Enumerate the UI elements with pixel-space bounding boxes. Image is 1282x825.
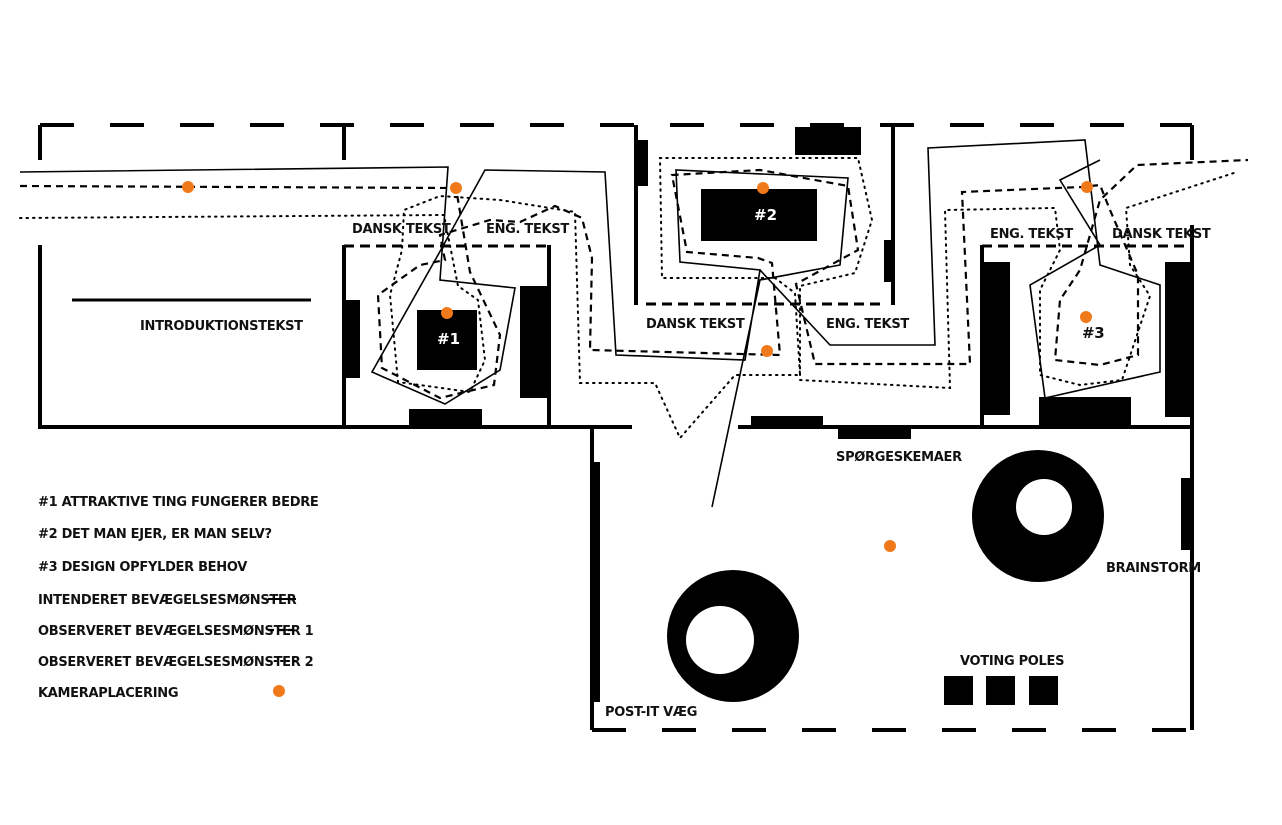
brainstorm-label: BRAINSTORM <box>1106 561 1201 576</box>
camera-marker <box>761 345 773 357</box>
legend-camera: KAMERAPLACERING <box>38 686 178 701</box>
voting-pole <box>986 676 1015 705</box>
legend-camera-icon <box>273 685 285 697</box>
camera-marker <box>450 182 462 194</box>
legend-theme-1: #1 ATTRAKTIVE TING FUNGERER BEDRE <box>38 495 319 510</box>
legend-theme-3: #3 DESIGN OPFYLDER BEHOV <box>38 560 247 575</box>
walls <box>38 125 1194 732</box>
cameras <box>182 181 1093 552</box>
eng-tekst-label: ENG. TEKST <box>990 227 1073 242</box>
intended-path-2 <box>759 139 1161 399</box>
camera-marker <box>441 307 453 319</box>
exhibit-1-label: #1 <box>437 330 460 348</box>
observed-path-1 <box>19 158 1249 400</box>
eng-tekst-label: ENG. TEKST <box>826 317 909 332</box>
legend-theme-2: #2 DET MAN EJER, ER MAN SELV? <box>38 527 272 542</box>
eng-tekst-label: ENG. TEKST <box>486 222 569 237</box>
text-dividers <box>344 244 1190 306</box>
legend-observed-1: OBSERVERET BEVÆGELSESMØNSTER 1 <box>38 624 314 639</box>
plan-labels: INTRODUKTIONSTEKST DANSK TEKST ENG. TEKS… <box>140 206 1211 720</box>
exhibit-2-box <box>701 189 817 241</box>
observed-path-2 <box>19 157 1238 440</box>
exhibit-3-label: #3 <box>1082 324 1104 342</box>
camera-marker <box>182 181 194 193</box>
camera-marker <box>757 182 769 194</box>
questionnaires-label: SPØRGESKEMAER <box>836 450 962 465</box>
voting-pole <box>944 676 973 705</box>
furniture <box>344 127 1192 705</box>
dansk-tekst-label: DANSK TEKST <box>1112 227 1211 242</box>
legend-observed-2: OBSERVERET BEVÆGELSESMØNSTER 2 <box>38 655 313 670</box>
legend: #1 ATTRAKTIVE TING FUNGERER BEDRE #2 DET… <box>38 495 319 701</box>
voting-pole <box>1029 676 1058 705</box>
voting-poles-label: VOTING POLES <box>960 654 1064 669</box>
camera-marker <box>1081 181 1093 193</box>
exhibit-1-box <box>417 310 477 370</box>
camera-marker <box>1080 311 1092 323</box>
exhibit-2-label: #2 <box>754 206 777 224</box>
dansk-tekst-label: DANSK TEKST <box>352 222 451 237</box>
camera-marker <box>884 540 896 552</box>
intro-label: INTRODUKTIONSTEKST <box>140 319 303 334</box>
legend-intended: INTENDERET BEVÆGELSESMØNSTER <box>38 593 297 608</box>
postit-wall-label: POST-IT VÆG <box>605 705 697 720</box>
intended-path <box>19 166 849 508</box>
dansk-tekst-label: DANSK TEKST <box>646 317 745 332</box>
